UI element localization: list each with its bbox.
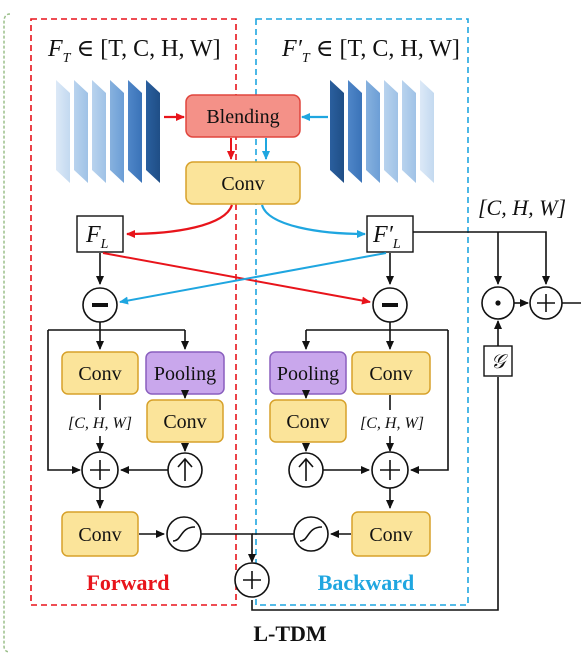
- svg-text:Conv: Conv: [369, 524, 412, 546]
- backward-conv-3: Conv: [351, 511, 431, 557]
- backward-input-label: F′T ∈ [T, C, H, W]: [281, 36, 460, 66]
- outer-frame: [3, 13, 11, 653]
- svg-text:Conv: Conv: [78, 524, 121, 546]
- forward-shape-label: [C, H, W]: [68, 415, 132, 432]
- svg-text:Conv: Conv: [369, 363, 412, 385]
- svg-text:F′L: F′L: [372, 222, 401, 252]
- backward-conv-1: Conv: [351, 351, 431, 395]
- gate-input-line: [251, 377, 499, 611]
- svg-text:Pooling: Pooling: [277, 363, 339, 385]
- forward-plus-op: [81, 451, 119, 489]
- module-title: L-TDM: [253, 621, 327, 646]
- forward-upsample-op: [167, 452, 203, 488]
- svg-text:Conv: Conv: [286, 411, 329, 433]
- forward-feature-stack: [56, 80, 160, 183]
- backward-plus-op: [371, 451, 409, 489]
- flprime-box: F′L: [366, 215, 414, 253]
- fl-cross-arrow: [102, 252, 371, 305]
- backward-upsample-op: [288, 452, 324, 488]
- blending-block: Blending: [185, 94, 301, 138]
- gate-multiply-op: [481, 286, 515, 320]
- shape-label-large: [C, H, W]: [478, 195, 566, 220]
- svg-text:FL: FL: [85, 222, 109, 252]
- svg-text:Conv: Conv: [78, 363, 121, 385]
- backward-feature-stack: [330, 80, 434, 183]
- backward-conv-2: Conv: [269, 399, 347, 443]
- forward-input-label: FT ∈ [T, C, H, W]: [47, 36, 221, 66]
- forward-conv-1: Conv: [61, 351, 139, 395]
- svg-text:𝒢: 𝒢: [491, 351, 509, 373]
- forward-conv-3: Conv: [61, 511, 139, 557]
- forward-conv-2: Conv: [146, 399, 224, 443]
- flprime-cross-arrow: [119, 252, 387, 305]
- forward-sigmoid-icon: [166, 516, 202, 552]
- shared-conv-block: Conv: [185, 161, 301, 205]
- blending-label: Blending: [206, 106, 279, 128]
- svg-text:Conv: Conv: [163, 411, 206, 433]
- backward-sigmoid-icon: [293, 516, 329, 552]
- fl-box: FL: [76, 215, 124, 253]
- forward-label: Forward: [86, 570, 169, 595]
- backward-pooling: Pooling: [269, 351, 347, 395]
- backward-label: Backward: [318, 570, 415, 595]
- gate-box: 𝒢: [483, 345, 513, 377]
- residual-plus-op: [529, 286, 563, 320]
- forward-minus-op: [82, 287, 118, 323]
- conv-to-fl-arrow: [126, 204, 234, 238]
- svg-text:Pooling: Pooling: [154, 363, 216, 385]
- final-plus-op: [234, 562, 270, 598]
- backward-minus-op: [372, 287, 408, 323]
- conv-to-flprime-arrow: [260, 204, 366, 238]
- flprime-out-line: [413, 231, 550, 285]
- forward-region: [30, 18, 237, 606]
- shared-conv-label: Conv: [221, 173, 264, 195]
- backward-region: [255, 18, 469, 606]
- forward-pooling: Pooling: [145, 351, 225, 395]
- backward-shape-label: [C, H, W]: [360, 415, 424, 432]
